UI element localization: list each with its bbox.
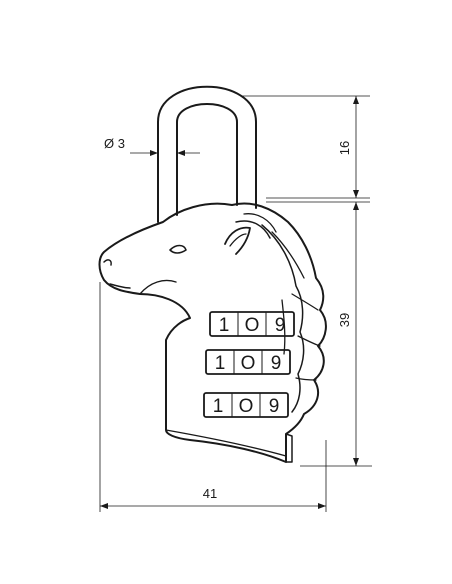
wheel-3-digit-1: 1 <box>213 396 224 417</box>
wheel-1-digit-1: 1 <box>219 315 230 336</box>
dimension-body-width: 41 <box>99 282 327 512</box>
wheel-row-2[interactable]: 1 O 9 <box>205 349 291 375</box>
dimension-shackle-height: 16 <box>240 95 370 199</box>
wheel-2-digit-2: O <box>241 353 256 374</box>
shackle-diameter-label: Ø 3 <box>104 136 125 151</box>
body-height-label: 39 <box>337 313 352 327</box>
padlock-body <box>98 202 327 463</box>
wheel-3-digit-3: 9 <box>269 396 280 417</box>
shackle <box>157 85 257 223</box>
dimension-shackle-diameter: Ø 3 <box>104 136 200 156</box>
body-width-label: 41 <box>203 486 217 501</box>
shackle-height-label: 16 <box>337 141 352 155</box>
combination-wheels: 1 O 9 1 O 9 1 O 9 <box>203 311 295 418</box>
wheel-2-digit-1: 1 <box>215 353 226 374</box>
wheel-1-digit-2: O <box>245 315 260 336</box>
wheel-3-digit-2: O <box>239 396 254 417</box>
wheel-row-3[interactable]: 1 O 9 <box>203 392 289 418</box>
wheel-1-digit-3: 9 <box>275 315 286 336</box>
wheel-2-digit-3: 9 <box>271 353 282 374</box>
wheel-row-1[interactable]: 1 O 9 <box>209 311 295 337</box>
dimension-body-height: 39 <box>266 201 372 467</box>
